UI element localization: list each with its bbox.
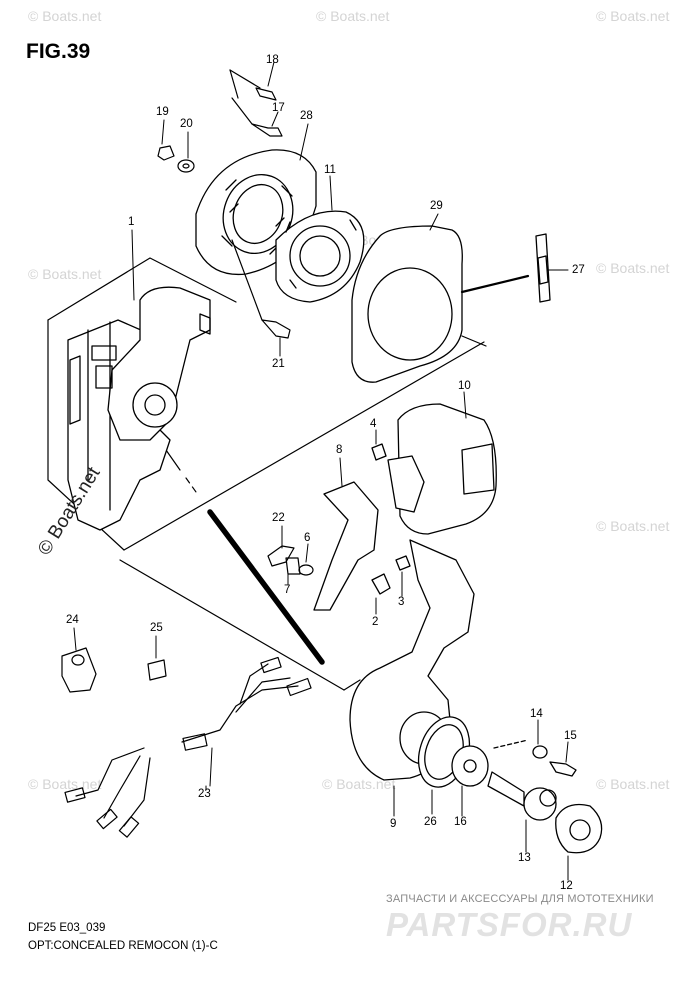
callout-22: 22 [272, 512, 285, 524]
callout-9: 9 [390, 818, 397, 830]
callout-6: 6 [304, 532, 311, 544]
lever-cover-assembly [313, 403, 497, 611]
callout-11: 11 [324, 164, 336, 176]
callout-23: 23 [198, 788, 211, 800]
boats-net-watermark: © Boats.net [322, 776, 396, 792]
callout-7: 7 [284, 584, 291, 596]
remote-control-body [67, 286, 211, 531]
boats-net-watermark: © Boats.net [316, 8, 390, 24]
mounting-plane-outline [47, 257, 485, 691]
callout-14: 14 [530, 708, 543, 720]
figure-title: FIG.39 [26, 40, 91, 63]
wire-clip [535, 233, 569, 303]
partsfor-tagline: ЗАПЧАСТИ И АКСЕССУАРЫ ДЛЯ МОТОТЕХНИКИ [386, 893, 654, 905]
callout-12: 12 [560, 880, 573, 892]
callout-8: 8 [336, 444, 343, 456]
callout-16: 16 [454, 816, 467, 828]
callout-26: 26 [424, 816, 437, 828]
callout-28: 28 [300, 110, 313, 122]
cover-plate [351, 225, 530, 383]
figure-caption: OPT:CONCEALED REMOCON (1)-C [28, 940, 218, 952]
callout-10: 10 [458, 380, 471, 392]
mounting-ring-assembly [195, 149, 365, 303]
boats-net-watermark: © Boats.net [28, 8, 102, 24]
control-lever-assembly [349, 539, 603, 854]
callout-15: 15 [564, 730, 577, 742]
callout-17: 17 [272, 102, 285, 114]
callout-27: 27 [572, 264, 585, 276]
callout-24: 24 [66, 614, 79, 626]
boats-net-watermark: © Boats.net [596, 776, 670, 792]
boats-net-watermark: © Boats.net [596, 260, 670, 276]
hardware-small-parts [157, 69, 291, 339]
callout-20: 20 [180, 118, 193, 130]
callout-4: 4 [370, 418, 377, 430]
leader-lines [73, 61, 569, 881]
callout-2: 2 [372, 616, 379, 628]
partsfor-logo: PARTSFOR.RU [386, 906, 633, 943]
callout-21: 21 [272, 358, 285, 370]
callout-29: 29 [430, 200, 443, 212]
callout-19: 19 [156, 106, 169, 118]
callout-25: 25 [150, 622, 163, 634]
boats-net-watermark: © Boats.net [596, 518, 670, 534]
boats-net-watermark: © Boats.net [28, 266, 102, 282]
center-axis-line [207, 509, 325, 665]
callout-3: 3 [398, 596, 405, 608]
callout-18: 18 [266, 54, 279, 66]
model-code: DF25 E03_039 [28, 922, 106, 934]
harness-parts [61, 647, 312, 838]
boats-net-watermark: © Boats.net [596, 8, 670, 24]
lock-pin-parts [267, 545, 314, 576]
callout-1: 1 [128, 216, 135, 228]
callout-13: 13 [518, 852, 531, 864]
